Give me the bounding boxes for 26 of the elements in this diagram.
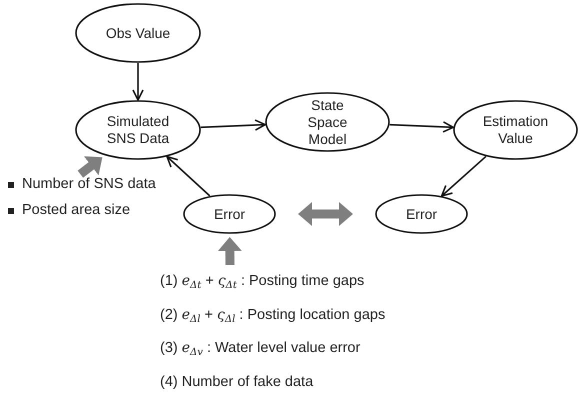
list-item: (4) Number of fake data <box>160 372 314 390</box>
block-arrow <box>298 202 353 226</box>
list-item: (3) e$_{Δv}$ : Water level value error <box>160 339 362 357</box>
arrow <box>166 156 210 196</box>
ellipse-node <box>183 194 276 234</box>
ellipse-node <box>375 194 468 234</box>
list-item: Posted area size <box>8 201 168 219</box>
arrow <box>440 156 486 197</box>
arrow <box>200 119 266 131</box>
ellipse-node <box>453 100 578 160</box>
block-arrow <box>218 237 242 266</box>
node-label: Error <box>212 206 246 222</box>
arrow <box>390 121 454 133</box>
node-label: State Space Model <box>306 96 348 148</box>
ellipse-node <box>75 3 201 63</box>
node-label: Estimation Value <box>482 113 550 147</box>
node-label: Error <box>404 206 438 222</box>
list-item: (2) e$_{Δl}$ + ς$_{Δl}$ : Posting location gaps <box>160 306 386 324</box>
ellipse-node <box>265 92 390 152</box>
node-label: Obs Value <box>104 24 172 42</box>
ellipse-node <box>75 100 201 160</box>
block-arrow <box>78 156 102 178</box>
node-label: Simulated SNS Data <box>106 113 170 147</box>
list-item: Number of SNS data <box>8 175 168 193</box>
arrow <box>132 63 144 101</box>
list-item: (1) e$_{Δt}$ + ς$_{Δt}$ : Posting time gaps <box>160 272 366 290</box>
